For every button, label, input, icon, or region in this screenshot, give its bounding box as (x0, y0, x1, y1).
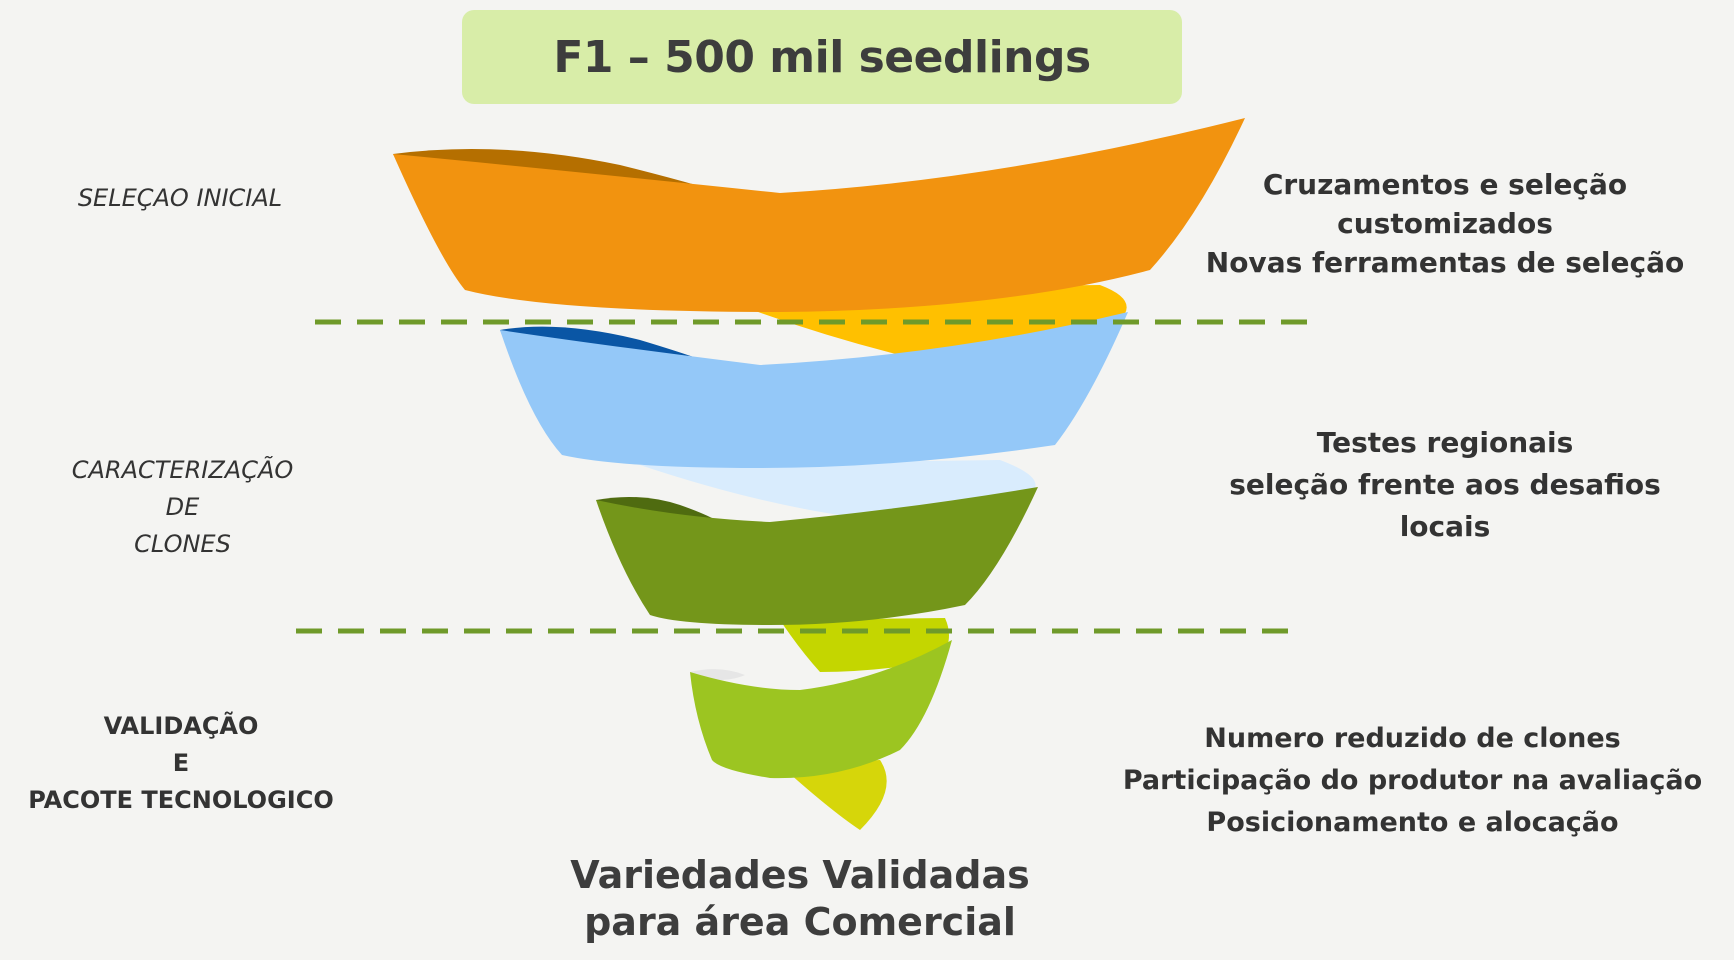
funnel-band-3 (596, 487, 1038, 625)
diagram-title: F1 – 500 mil seedlings (553, 31, 1091, 83)
funnel-band-4-back (780, 760, 887, 830)
stage-description-2: Testes regionais seleção frente aos desa… (1229, 426, 1661, 543)
title-banner: F1 – 500 mil seedlings (462, 10, 1182, 104)
stage-label-3: VALIDAÇÃO E PACOTE TECNOLOGICO (28, 712, 334, 814)
stage-label-2: CARACTERIZAÇÃO DE CLONES (71, 456, 294, 558)
stage-description-3: Numero reduzido de clones Participação d… (1122, 723, 1703, 838)
funnel-band-2 (500, 312, 1128, 468)
funnel-output-label: Variedades Validadas para área Comercial (570, 853, 1030, 944)
funnel-band-4 (690, 640, 952, 779)
stage-label-1: SELEÇAO INICIAL (77, 184, 283, 212)
stage-description-1: Cruzamentos e seleção customizados Novas… (1205, 168, 1685, 279)
funnel-band-1 (393, 118, 1245, 312)
